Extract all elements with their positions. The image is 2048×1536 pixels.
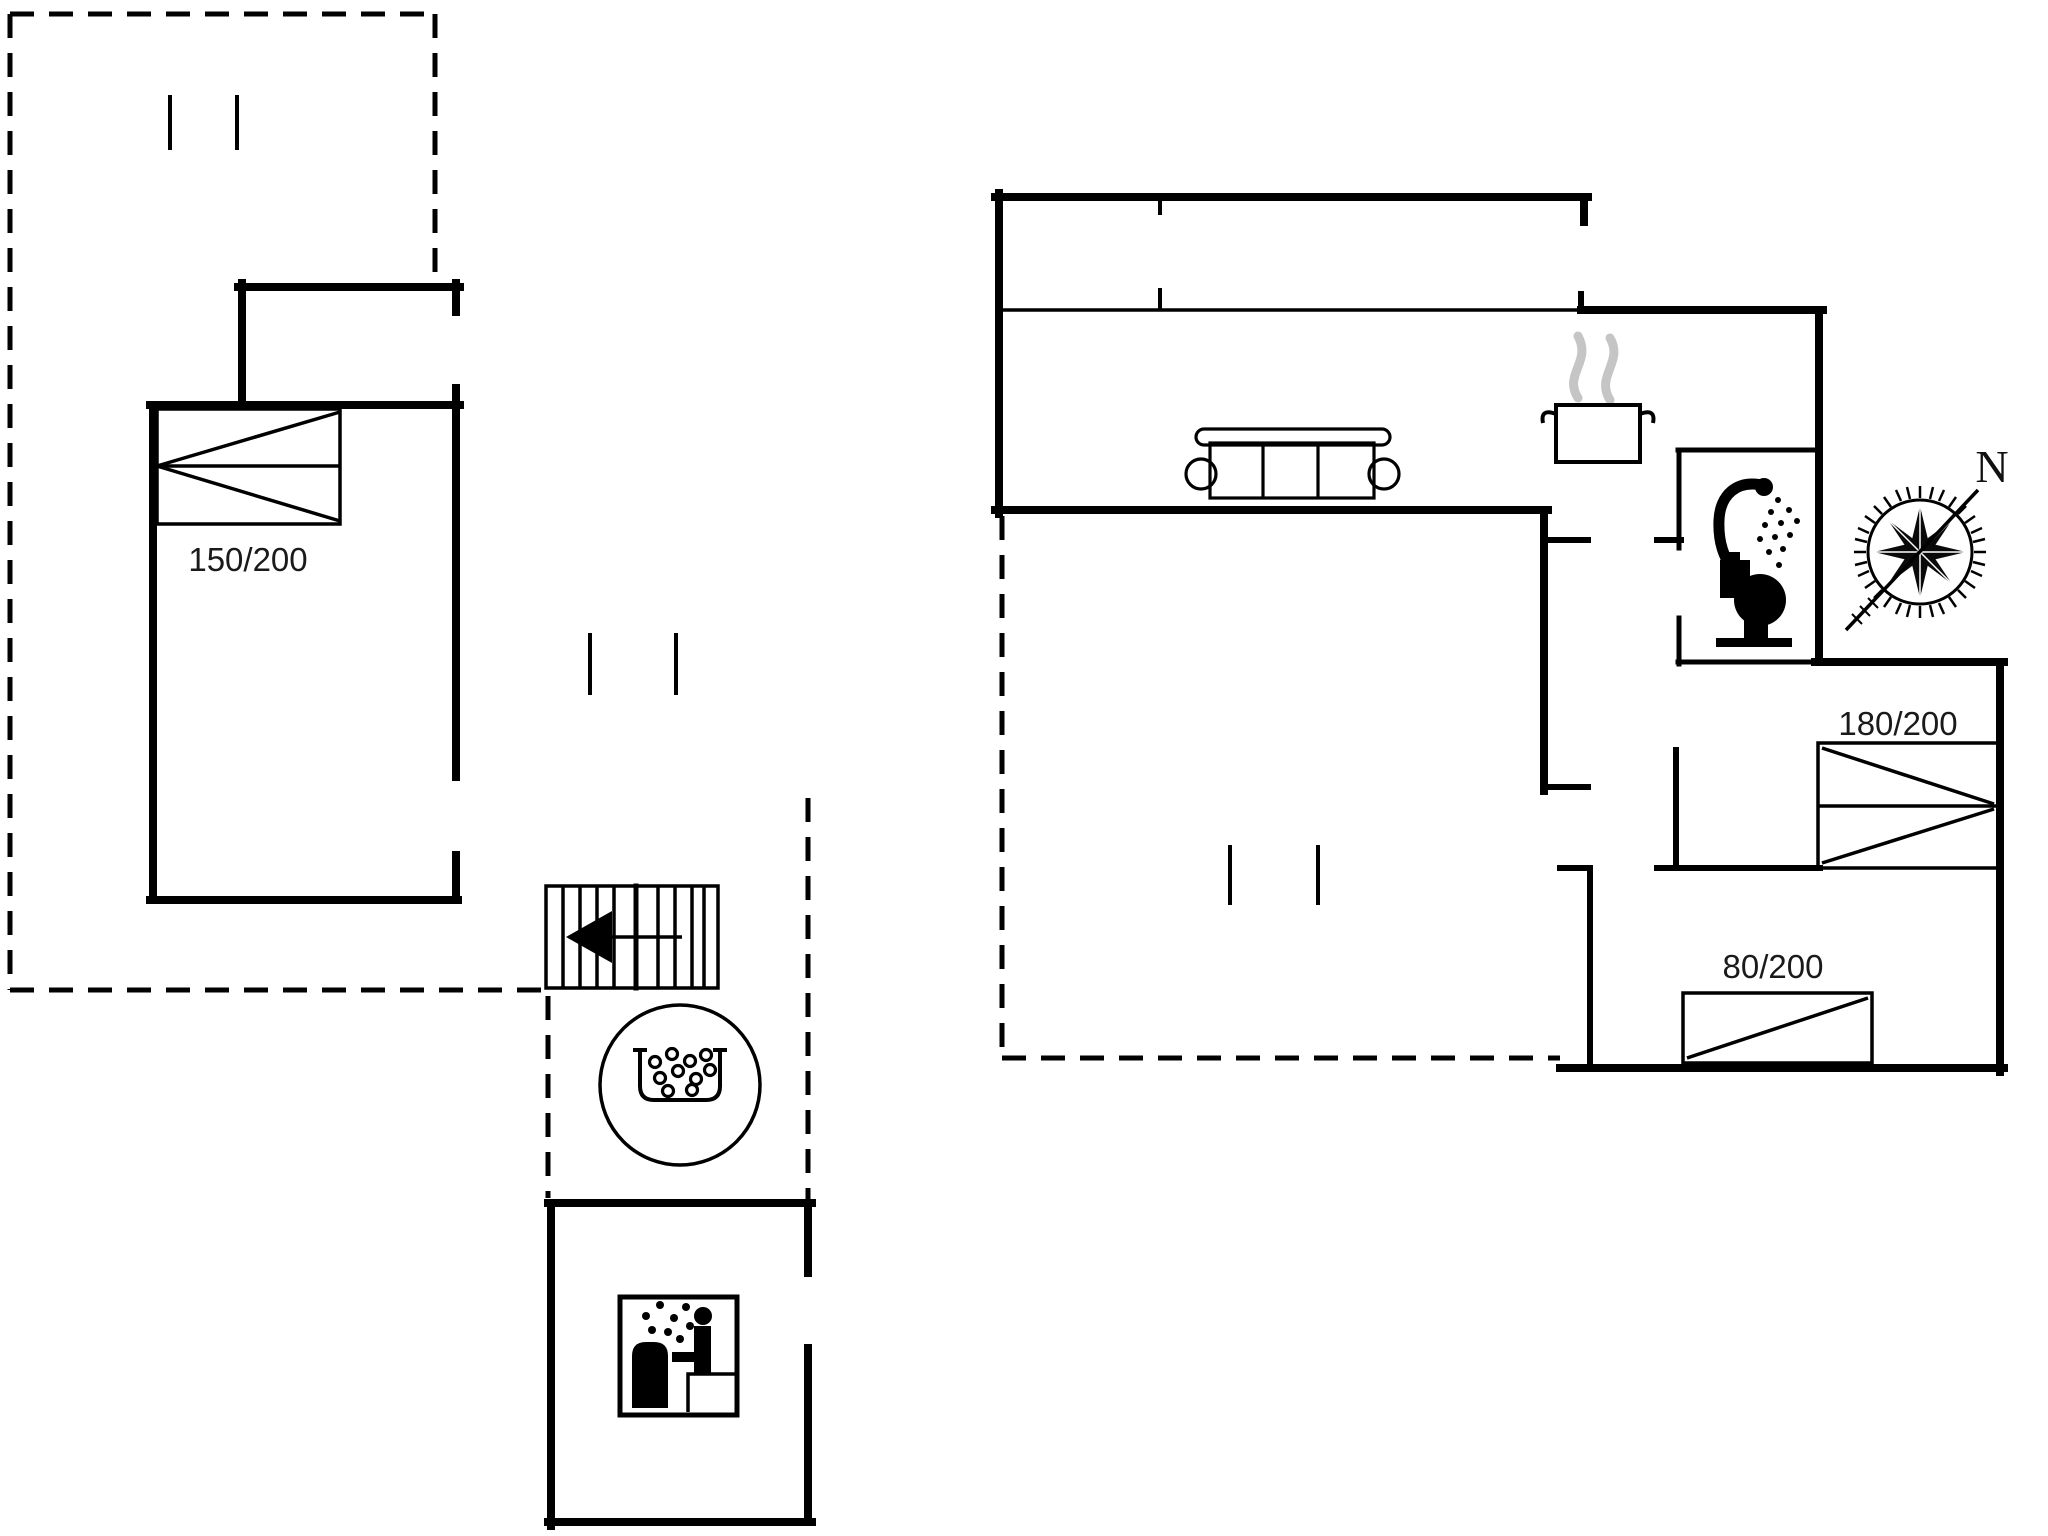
bed-size-label: 180/200 xyxy=(1838,705,1957,742)
bed-icon xyxy=(1681,991,1874,1065)
left-plan: 150/200 xyxy=(7,11,816,1530)
steam-icon xyxy=(1569,331,1587,403)
stair-direction-arrow xyxy=(566,911,612,963)
compass-north-label: N xyxy=(1975,441,2008,492)
cooking-pot-icon xyxy=(1540,331,1656,464)
sauna-bench xyxy=(686,1372,735,1412)
window-marks-right xyxy=(1158,197,1320,905)
left-plan-walls xyxy=(146,279,816,1530)
sauna-person xyxy=(672,1307,712,1374)
left-plan-dashed-outline xyxy=(7,11,811,1200)
toilet-icon xyxy=(1716,552,1792,647)
sauna-steam-dots xyxy=(642,1301,694,1343)
compass-teeth xyxy=(1854,486,1986,618)
right-plan-interior-walls xyxy=(1541,447,1823,1071)
sofa-icon xyxy=(1184,427,1401,500)
shower-spray xyxy=(1757,497,1800,568)
compass-rose-icon: N xyxy=(1844,441,2009,632)
bed-size-label: 80/200 xyxy=(1723,948,1824,985)
right-plan-dashed-terrace xyxy=(999,516,1560,1061)
compass-needle xyxy=(1844,488,1980,632)
bubbles xyxy=(647,1046,718,1099)
compass-needle-feathers xyxy=(1851,597,1879,625)
bed-size-label: 150/200 xyxy=(188,541,307,578)
bed-icon xyxy=(155,407,342,526)
staircase-icon xyxy=(544,883,720,991)
right-plan: 180/200 80/200 xyxy=(991,189,2009,1076)
steam-icon xyxy=(1601,333,1619,405)
sauna-heater xyxy=(632,1342,668,1408)
sauna-icon xyxy=(617,1294,740,1418)
window-marks-left xyxy=(168,95,678,695)
whirlpool-icon xyxy=(598,1003,762,1167)
bed-icon xyxy=(1816,741,2000,870)
shower-icon xyxy=(1713,478,1800,576)
right-plan-walls xyxy=(991,189,2008,1076)
